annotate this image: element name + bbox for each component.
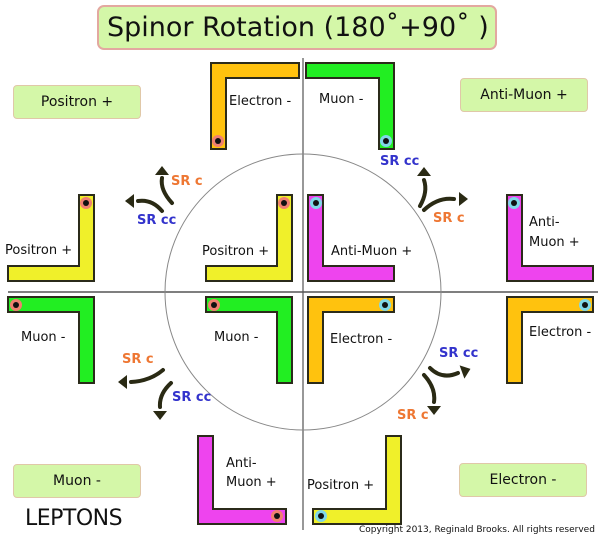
label-outer-top-left: Electron - — [229, 94, 292, 109]
label-outer-right-upper-1: Anti- — [529, 215, 560, 230]
sr-c-lower-right: SR c — [397, 408, 429, 423]
label-inner-upper-left: Positron + — [202, 244, 270, 259]
sr-c-lower-left: SR c — [122, 352, 154, 367]
label-outer-top-right: Muon - — [319, 92, 364, 107]
label-outer-bottom-right: Positron + — [307, 478, 375, 493]
spinor-positron-inner — [205, 194, 293, 282]
label-outer-right-lower: Electron - — [529, 325, 592, 340]
spinor-positron-inner-spin-dot — [281, 200, 287, 206]
sr-c-upper-left: SR c — [171, 174, 203, 189]
arrow-sr-c-upper-right — [422, 192, 468, 212]
arrow-sr-c-lower-right — [422, 373, 441, 415]
corner-label-positron: Positron + — [40, 94, 114, 110]
corner-label-antimuon: Anti-Muon + — [480, 87, 568, 103]
sr-c-upper-right: SR c — [433, 211, 465, 226]
arrow-sr-cc-upper-right — [417, 167, 431, 208]
spinor-antimuon-inner — [307, 194, 395, 282]
corner-box-electron: Electron - — [459, 463, 587, 497]
spinor-muon-inner-spin-dot — [211, 302, 217, 308]
label-inner-lower-left: Muon - — [214, 330, 259, 345]
label-outer-bottom-left-1: Anti- — [226, 456, 257, 471]
rotation-circle — [164, 153, 442, 431]
spinor-antimuon-bottom-spin-dot — [274, 513, 280, 519]
spinor-antimuon-inner-spin-dot — [313, 200, 319, 206]
spinor-positron-left — [7, 194, 95, 282]
label-outer-bottom-left-2: Muon + — [226, 475, 277, 490]
arrow-sr-cc-lower-right — [428, 365, 471, 379]
corner-box-positron: Positron + — [13, 85, 141, 119]
spinor-antimuon-right-spin-dot — [511, 200, 517, 206]
label-outer-left-upper: Positron + — [5, 243, 73, 258]
label-outer-right-upper-2: Muon + — [529, 235, 580, 250]
page-title: Spinor Rotation (180˚+90˚ ) — [107, 12, 489, 43]
spinor-muon-top-spin-dot — [383, 138, 389, 144]
spinor-electron-right-spin-dot — [582, 302, 588, 308]
spinor-muon-left-spin-dot — [13, 302, 19, 308]
corner-label-muon: Muon - — [53, 473, 101, 489]
sr-cc-lower-left: SR cc — [172, 390, 212, 405]
leptons-heading: LEPTONS — [25, 506, 123, 531]
spinor-positron-left-spin-dot — [83, 200, 89, 206]
arrow-sr-c-upper-left — [155, 166, 174, 205]
corner-box-antimuon: Anti-Muon + — [460, 78, 588, 112]
spinor-electron-top-spin-dot — [215, 138, 221, 144]
spinor-positron-bottom-spin-dot — [318, 513, 324, 519]
arrow-sr-cc-lower-left — [153, 381, 173, 420]
arrow-sr-c-lower-left — [118, 368, 165, 389]
spinor-electron-inner-spin-dot — [382, 302, 388, 308]
copyright-text: Copyright 2013, Reginald Brooks. All rig… — [359, 525, 595, 535]
sr-cc-upper-left: SR cc — [137, 213, 177, 228]
corner-label-electron: Electron - — [489, 472, 557, 488]
label-inner-lower-right: Electron - — [330, 332, 393, 347]
arrow-sr-cc-upper-left — [125, 194, 164, 213]
title-box: Spinor Rotation (180˚+90˚ ) — [97, 5, 497, 50]
corner-box-muon: Muon - — [13, 464, 141, 498]
sr-cc-upper-right: SR cc — [380, 154, 420, 169]
sr-cc-lower-right: SR cc — [439, 346, 479, 361]
label-outer-left-lower: Muon - — [21, 330, 66, 345]
label-inner-upper-right: Anti-Muon + — [331, 244, 413, 259]
